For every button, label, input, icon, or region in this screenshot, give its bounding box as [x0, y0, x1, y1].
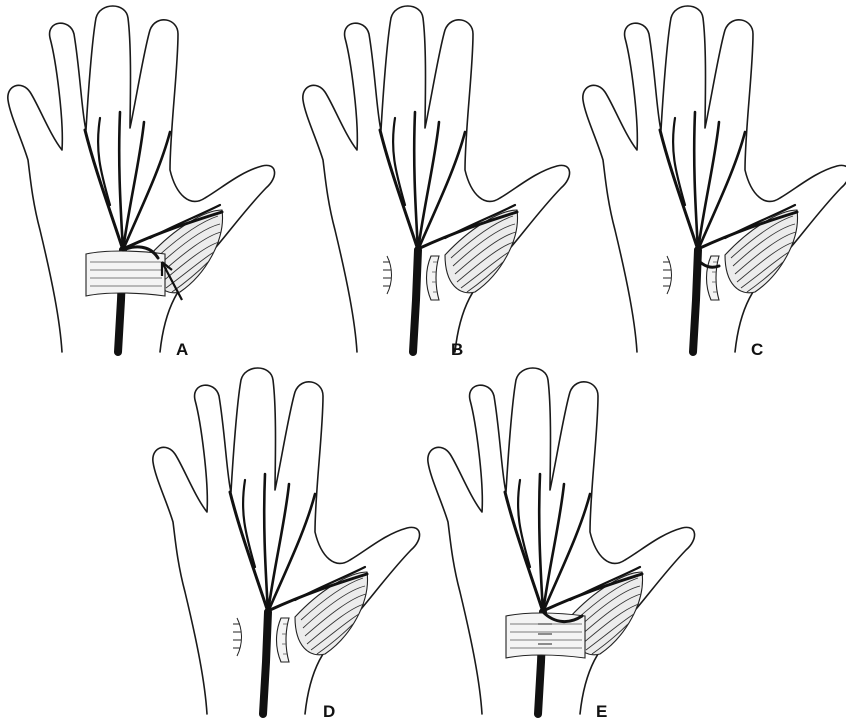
panel-b: B: [303, 6, 570, 359]
panel-c: C: [583, 6, 846, 359]
panel-a: A: [8, 6, 275, 359]
panel-label-e: E: [596, 702, 607, 721]
panel-label-b: B: [451, 340, 463, 359]
panel-label-c: C: [751, 340, 763, 359]
panel-d: D: [153, 368, 420, 721]
panel-label-d: D: [323, 702, 335, 721]
panel-e: E: [428, 368, 695, 721]
panel-label-a: A: [176, 340, 188, 359]
